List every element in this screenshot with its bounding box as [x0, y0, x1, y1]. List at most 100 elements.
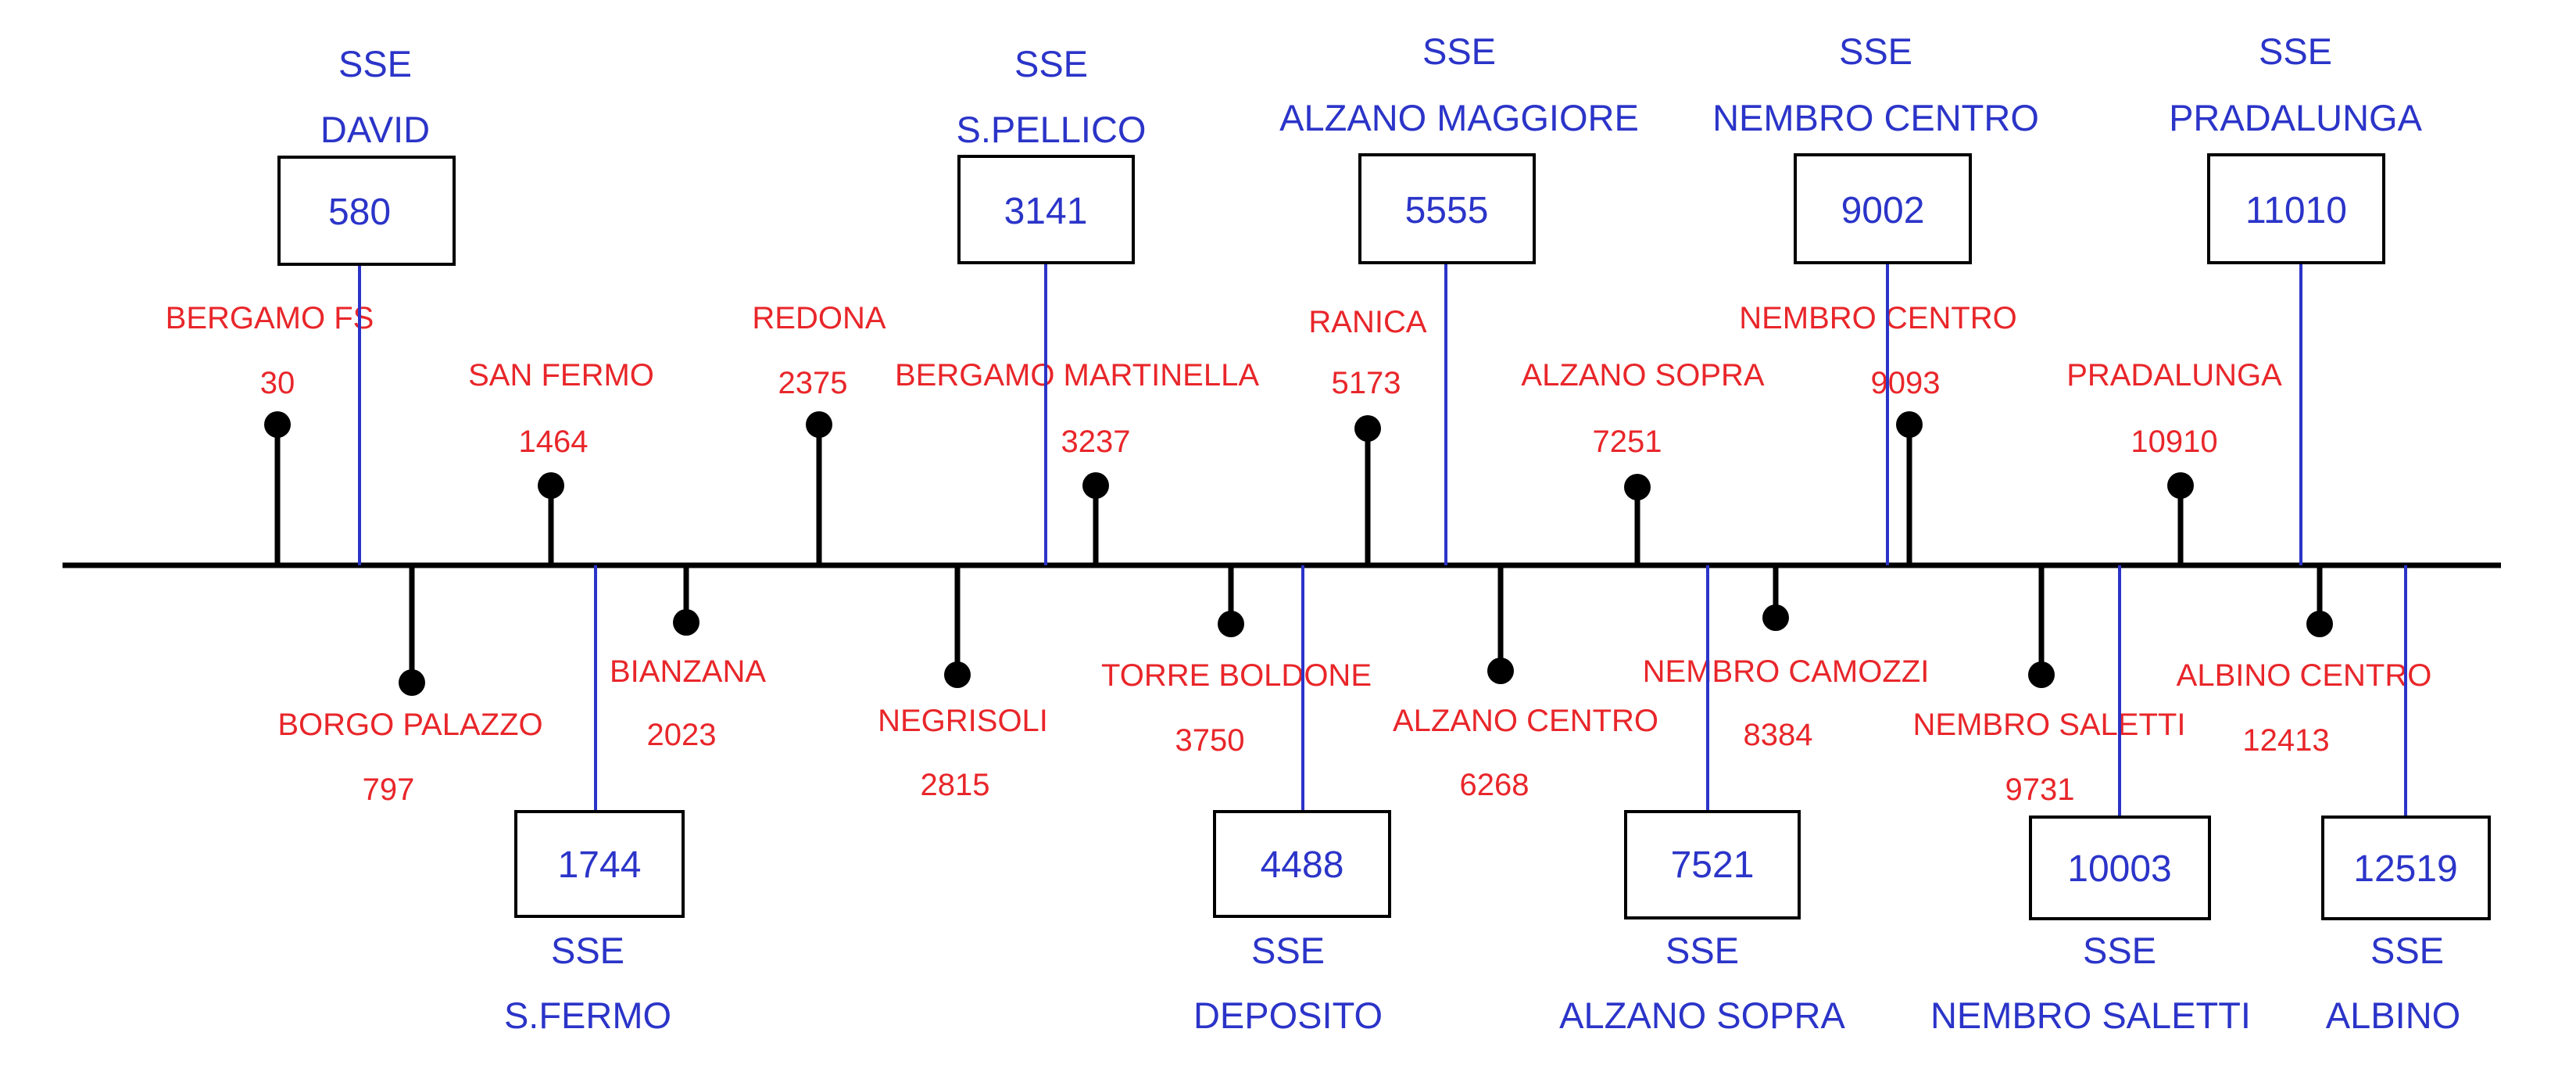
substation-sse-label: SSE	[1014, 43, 1088, 84]
substation-km-box	[1624, 810, 1801, 919]
substation-sse-label: SSE	[1422, 30, 1496, 72]
stop-bottom-nembro-saletti: NEMBRO SALETTI 9731	[1913, 565, 2186, 807]
stop-top-ranica: RANICA 5173	[1308, 305, 1427, 565]
stop-name: BIANZANA	[610, 654, 766, 689]
stop-top-nembro-centro: NEMBRO CENTRO 9093	[1739, 301, 2017, 565]
stop-bottom-albino-centro: ALBINO CENTRO 12413	[2177, 565, 2432, 758]
substation-km-box	[2029, 816, 2211, 920]
substation-km: 580	[328, 192, 391, 233]
stop-pin-dot	[264, 411, 291, 438]
stop-km: 2023	[647, 718, 717, 752]
stop-km: 1464	[519, 425, 589, 459]
substation-km: 12519	[2353, 848, 2457, 890]
substation-bottom-sfermo: 1744 SSE S.FERMO	[504, 565, 685, 1036]
stop-pin-dot	[673, 609, 699, 636]
stop-top-bergamo-fs: BERGAMO FS 30	[166, 301, 374, 565]
substation-top-spellico: 3141 SSE S.PELLICO	[957, 43, 1147, 565]
stop-km: 3750	[1175, 723, 1245, 758]
substation-name: DAVID	[320, 109, 430, 150]
stop-pin-dot	[806, 411, 832, 438]
substation-km: 7521	[1671, 844, 1755, 886]
substation-top-alzano-maggiore: 5555 SSE ALZANO MAGGIORE	[1279, 30, 1639, 565]
substation-bottom-albino: 12519 SSE ALBINO	[2321, 565, 2491, 1036]
substation-km: 11010	[2245, 190, 2347, 231]
stop-km: 2375	[778, 366, 848, 400]
stop-name: NEMBRO CAMOZZI	[1643, 654, 1930, 689]
substation-sse-label: SSE	[1251, 930, 1325, 971]
stop-km: 8384	[1744, 718, 1813, 752]
substation-sse-label: SSE	[1839, 30, 1912, 72]
stop-pin-dot	[1896, 411, 1923, 438]
stop-km: 9093	[1871, 366, 1941, 400]
stop-pin-dot	[399, 669, 425, 696]
stop-top-alzano-sopra: ALZANO SOPRA 7251	[1521, 358, 1765, 565]
stop-pin-dot	[944, 661, 971, 688]
stop-km: 30	[260, 366, 295, 400]
stop-bottom-bianzana: BIANZANA 2023	[610, 565, 766, 752]
stop-pin-dot	[2167, 472, 2194, 499]
substation-km-box	[277, 156, 456, 266]
stop-pin-dot	[2028, 661, 2055, 688]
stop-name: SAN FERMO	[468, 358, 654, 393]
stop-name: ALZANO CENTRO	[1393, 704, 1658, 738]
stop-name: ALZANO SOPRA	[1521, 358, 1765, 393]
stop-pin-dot	[1762, 604, 1789, 631]
substation-bottom-nembro-saletti: 10003 SSE NEMBRO SALETTI	[1930, 565, 2251, 1036]
substation-km: 10003	[2067, 848, 2171, 890]
stop-pin-dot	[1082, 472, 1109, 499]
stop-top-bergamo-martinella: BERGAMO MARTINELLA 3237	[895, 358, 1259, 565]
stop-km: 5173	[1332, 366, 1401, 400]
stop-bottom-nembro-camozzi: NEMBRO CAMOZZI 8384	[1643, 565, 1930, 752]
substation-sse-label: SSE	[551, 930, 624, 971]
substation-km-box	[1794, 153, 1972, 264]
substation-sse-label: SSE	[2083, 930, 2156, 971]
substation-km-box	[2207, 153, 2385, 264]
substation-name: ALBINO	[2326, 995, 2460, 1036]
stop-pin-dot	[1487, 658, 1514, 684]
substation-name: PRADALUNGA	[2169, 97, 2423, 138]
stop-name: RANICA	[1308, 305, 1426, 339]
stop-pin-dot	[1624, 474, 1651, 500]
substation-sse-label: SSE	[2259, 30, 2332, 72]
substation-name: DEPOSITO	[1193, 995, 1383, 1036]
stop-name: NEMBRO SALETTI	[1913, 708, 2186, 742]
stop-km: 797	[363, 773, 415, 807]
substation-km-box	[957, 155, 1135, 264]
stop-bottom-torre-boldone: TORRE BOLDONE 3750	[1101, 565, 1372, 758]
substation-km: 9002	[1841, 190, 1925, 231]
stop-km: 2815	[921, 768, 990, 802]
stop-km: 10910	[2131, 425, 2217, 459]
substation-km-box	[1213, 810, 1391, 918]
stop-bottom-borgo-palazzo: BORGO PALAZZO 797	[277, 565, 543, 807]
substation-name: ALZANO SOPRA	[1559, 995, 1845, 1036]
stop-name: TORRE BOLDONE	[1101, 658, 1372, 693]
stop-name: BERGAMO FS	[166, 301, 374, 335]
substation-km-box	[2321, 816, 2491, 920]
substation-bottom-deposito: 4488 SSE DEPOSITO	[1193, 565, 1391, 1036]
stop-top-redona: REDONA 2375	[752, 301, 886, 565]
substation-top-nembro-centro: 9002 SSE NEMBRO CENTRO	[1712, 30, 2039, 565]
stop-name: NEGRISOLI	[878, 704, 1048, 738]
stop-name: PRADALUNGA	[2066, 358, 2282, 393]
stop-pin-dot	[538, 472, 564, 499]
stop-top-san-fermo: SAN FERMO 1464	[468, 358, 654, 565]
substation-km: 3141	[1004, 191, 1088, 232]
stop-name: ALBINO CENTRO	[2177, 658, 2432, 693]
substation-km-box	[1358, 153, 1536, 264]
stop-km: 6268	[1460, 768, 1530, 802]
stop-km: 12413	[2242, 723, 2329, 758]
substation-sse-label: SSE	[338, 43, 412, 84]
substation-name: NEMBRO SALETTI	[1930, 995, 2251, 1036]
stop-name: REDONA	[752, 301, 886, 335]
substation-bottom-alzano-sopra: 7521 SSE ALZANO SOPRA	[1559, 565, 1845, 1036]
substation-name: S.PELLICO	[957, 109, 1147, 150]
stop-name: NEMBRO CENTRO	[1739, 301, 2017, 335]
stop-km: 3237	[1061, 425, 1131, 459]
stop-km: 9731	[2005, 773, 2075, 807]
stop-pin-dot	[2306, 611, 2333, 637]
substation-top-pradalunga: 11010 SSE PRADALUNGA	[2169, 30, 2423, 565]
stop-bottom-negrisoli: NEGRISOLI 2815	[878, 565, 1048, 802]
substation-km: 1744	[558, 844, 642, 886]
stop-pin-dot	[1218, 611, 1244, 637]
